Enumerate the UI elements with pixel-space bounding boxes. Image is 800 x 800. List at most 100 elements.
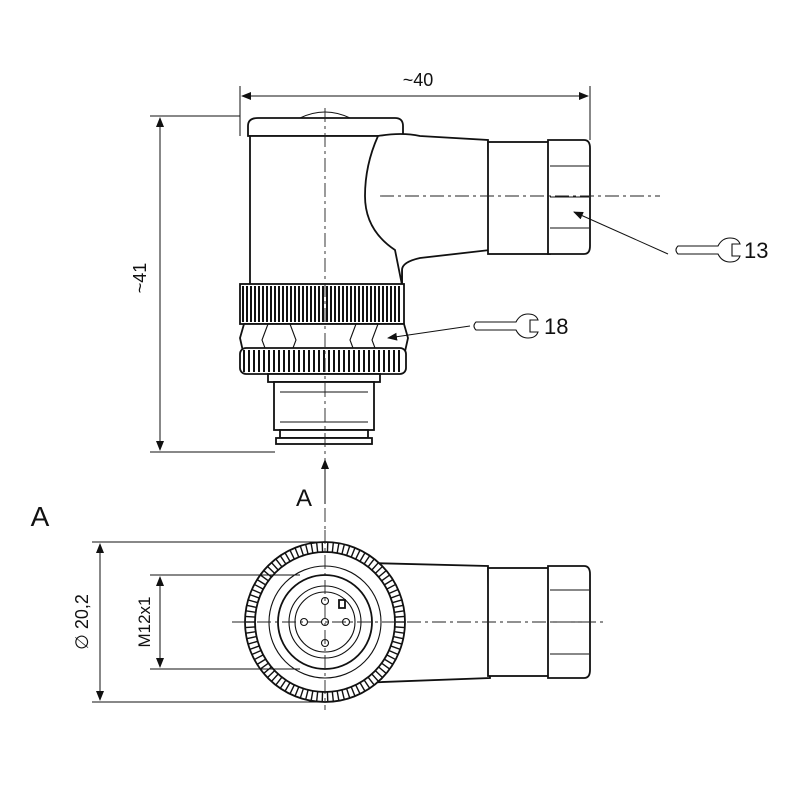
wrench-icon — [473, 313, 539, 339]
knurl-tick — [350, 686, 356, 697]
knurl-tick — [359, 552, 366, 562]
knurl-tick — [256, 658, 267, 665]
knurl-tick — [392, 640, 403, 645]
knurl-tick — [249, 593, 260, 599]
knurl-tick — [263, 666, 272, 674]
knurl-tick — [374, 565, 384, 574]
knurl-tick — [394, 626, 405, 629]
knurl-tick — [284, 552, 291, 562]
knurl-tick — [259, 662, 269, 670]
knurl-tick — [266, 565, 276, 574]
wrench-size-13: 13 — [744, 238, 768, 263]
knurl-tick — [294, 547, 300, 558]
top-cap — [247, 117, 404, 137]
knurl-tick — [394, 610, 405, 613]
wrench-callout-18: 18 — [387, 313, 568, 341]
knurl-tick — [367, 676, 375, 686]
knurl-tick — [315, 691, 319, 702]
dimension-height-label: ~41 — [130, 263, 150, 294]
hex-nut-small — [547, 139, 591, 255]
knurl-tick — [341, 689, 346, 700]
knurl-tick — [345, 545, 351, 556]
knurl-tick — [254, 583, 264, 590]
knurl-tick — [359, 682, 366, 692]
knurl-tick — [270, 673, 279, 682]
knurl-tick — [367, 558, 375, 568]
knurl-tick — [275, 558, 283, 568]
view-arrow-label: A — [296, 485, 312, 512]
knurl-tick — [363, 679, 371, 689]
knurl-tick — [393, 604, 404, 609]
knurl-tick — [310, 543, 314, 554]
knurl-tick — [315, 542, 319, 553]
knurl-tick — [331, 691, 335, 702]
knurl-tick — [388, 649, 399, 656]
knurl-tick — [392, 599, 403, 604]
knurl-tick — [388, 588, 399, 595]
knurl-tick — [371, 562, 380, 571]
knurl-tick — [245, 631, 256, 634]
knurl-tick — [245, 615, 256, 618]
knurl-tick — [304, 544, 309, 555]
knurl-tick — [246, 604, 257, 609]
knurl-tick — [289, 684, 295, 695]
wrench-callout-13: 13 — [573, 211, 768, 263]
knurl-tick — [394, 615, 405, 618]
knurl-tick — [390, 593, 401, 599]
knurl-tick — [247, 599, 258, 604]
knurl-tick — [378, 666, 387, 674]
side-view — [239, 108, 660, 530]
knurl-tick — [256, 579, 267, 586]
knurl-tick — [336, 690, 340, 701]
knurl-tick — [284, 682, 291, 692]
knurl-tick — [266, 670, 276, 679]
knurl-tick — [350, 547, 356, 558]
knurl-tick — [279, 679, 287, 689]
knurl-tick — [263, 570, 272, 578]
knurl-tick — [371, 673, 380, 682]
knurl-tick — [247, 640, 258, 645]
view-arrow: A — [296, 459, 329, 512]
knurl-tick — [374, 670, 384, 679]
wrench-icon — [675, 237, 741, 263]
knurl-tick — [336, 543, 340, 554]
knurl-tick — [381, 662, 391, 670]
knurl-tick — [245, 610, 256, 613]
m12-thread — [273, 381, 375, 445]
dimension-width-label: ~40 — [403, 70, 434, 90]
knurl-tick — [310, 690, 314, 701]
knurl-tick — [345, 688, 351, 699]
knurl-tick — [383, 658, 394, 665]
knurl-tick — [383, 579, 394, 586]
knurl-tick — [299, 545, 305, 556]
knurl-tick — [355, 684, 361, 695]
knurl-tick — [393, 635, 404, 640]
knurl-tick — [386, 583, 396, 590]
knurled-ring-upper — [239, 283, 405, 325]
knurl-tick — [341, 544, 346, 555]
knurl-tick — [304, 689, 309, 700]
knurl-tick — [294, 686, 300, 697]
dimension-height: ~41 — [130, 115, 275, 453]
knurled-ring-lower — [239, 347, 407, 375]
dimension-thread: M12x1 — [135, 574, 300, 670]
knurl-tick — [270, 562, 279, 571]
dimension-diameter-label: ∅ 20,2 — [72, 594, 92, 650]
knurl-tick — [246, 635, 257, 640]
dimension-width: ~40 — [239, 70, 591, 140]
knurl-tick — [259, 574, 269, 582]
knurl-tick — [331, 542, 335, 553]
knurl-tick — [390, 645, 401, 651]
knurl-tick — [386, 654, 396, 661]
knurl-tick — [249, 645, 260, 651]
dimension-diameter: ∅ 20,2 — [72, 541, 325, 703]
knurl-tick — [289, 549, 295, 560]
knurl-tick — [363, 555, 371, 565]
knurl-tick — [251, 649, 262, 656]
knurl-tick — [378, 570, 387, 578]
knurl-tick — [254, 654, 264, 661]
dimension-thread-label: M12x1 — [135, 596, 154, 647]
angled-outlet — [364, 133, 491, 286]
knurl-tick — [355, 549, 361, 560]
